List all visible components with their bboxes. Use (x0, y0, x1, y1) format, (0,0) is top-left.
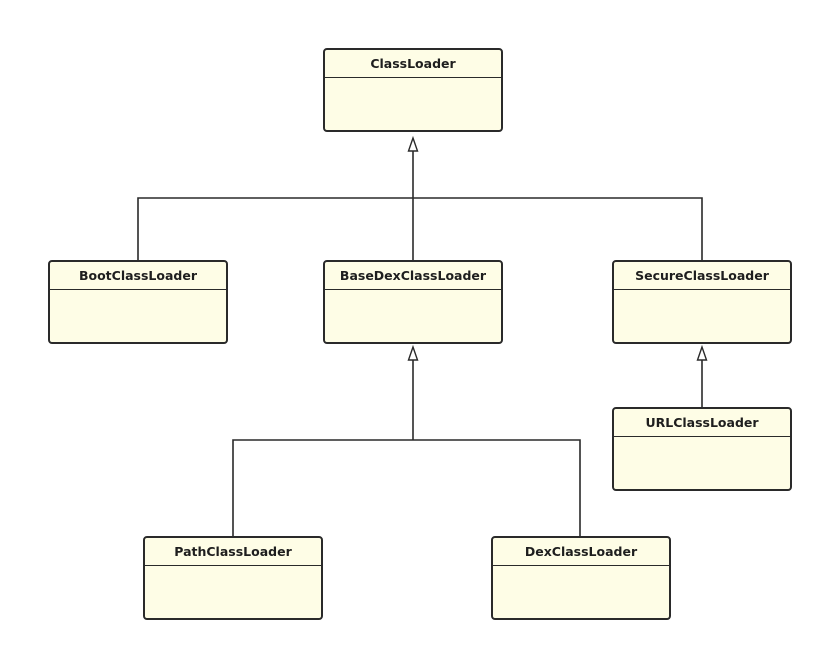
edge-bootclassloader-to-classloader (137, 197, 413, 260)
class-body (325, 290, 501, 342)
class-name: SecureClassLoader (614, 262, 790, 290)
class-box-bootclassloader[interactable]: BootClassLoader (48, 260, 228, 344)
edge-dexclassloader-to-basedexclassloader (413, 439, 581, 536)
class-name: DexClassLoader (493, 538, 669, 566)
class-box-secureclassloader[interactable]: SecureClassLoader (612, 260, 792, 344)
class-box-dexclassloader[interactable]: DexClassLoader (491, 536, 671, 620)
class-body (145, 566, 321, 618)
class-name: BootClassLoader (50, 262, 226, 290)
class-body (493, 566, 669, 618)
class-box-classloader[interactable]: ClassLoader (323, 48, 503, 132)
class-body (325, 78, 501, 130)
class-body (614, 437, 790, 489)
class-name: ClassLoader (325, 50, 501, 78)
inheritance-arrowhead-classloader (407, 135, 419, 152)
class-name: PathClassLoader (145, 538, 321, 566)
inheritance-arrowhead-basedexclassloader (407, 344, 419, 361)
inheritance-arrowhead-secureclassloader (696, 344, 708, 361)
class-box-basedexclassloader[interactable]: BaseDexClassLoader (323, 260, 503, 344)
class-box-pathclassloader[interactable]: PathClassLoader (143, 536, 323, 620)
edge-secureclassloader-to-classloader (413, 197, 703, 260)
class-body (50, 290, 226, 342)
class-name: URLClassLoader (614, 409, 790, 437)
class-box-urlclassloader[interactable]: URLClassLoader (612, 407, 792, 491)
class-name: BaseDexClassLoader (325, 262, 501, 290)
class-body (614, 290, 790, 342)
edge-pathclassloader-to-basedexclassloader (232, 439, 413, 536)
